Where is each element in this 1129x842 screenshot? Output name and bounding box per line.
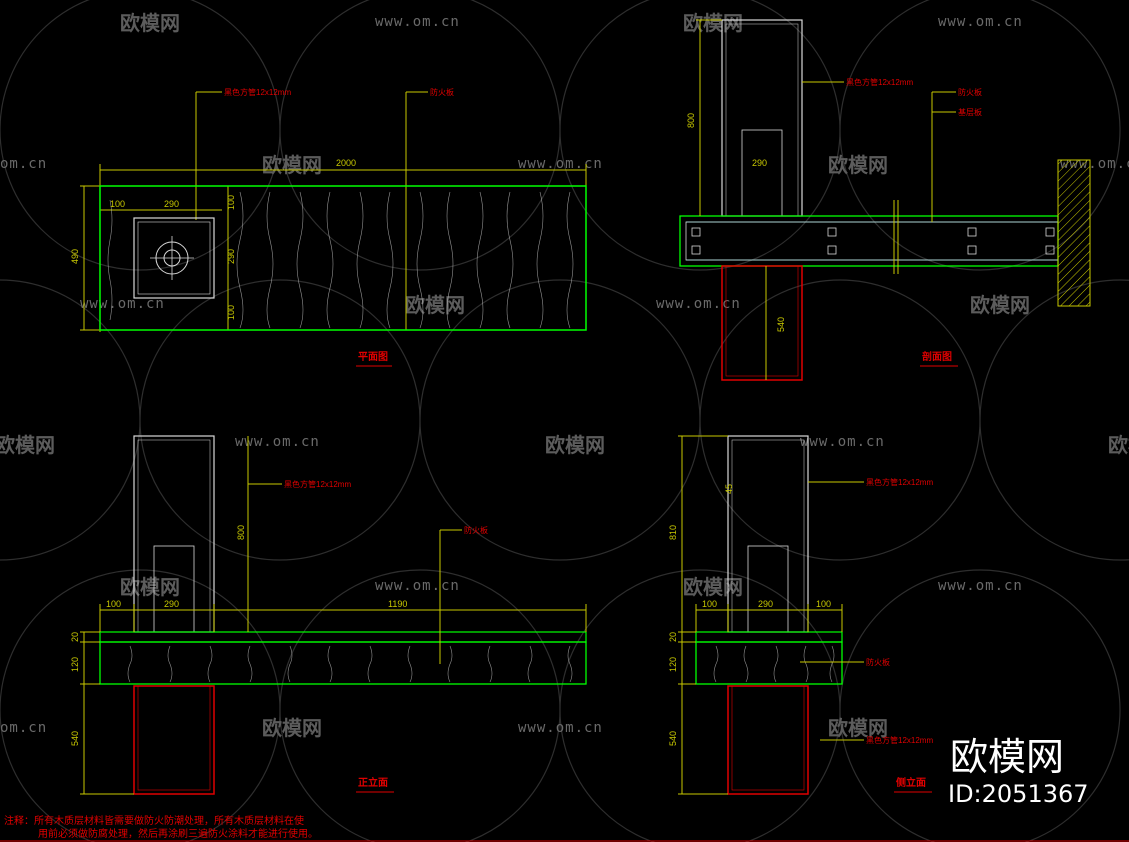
footnote: 注释：所有木质层材料皆需要做防火防潮处理，所有木质层材料在使 用前必须做防腐处理… — [0, 814, 1129, 842]
plan-pipe-outline — [133, 217, 215, 299]
logo-id: ID:2051367 — [948, 780, 1089, 808]
plan-dim-right-top: 100 — [226, 195, 236, 210]
plan-slab — [99, 185, 587, 331]
note-line-1: 注释：所有木质层材料皆需要做防火防潮处理，所有木质层材料在使 — [4, 814, 304, 827]
watermark-url: www.om.cn — [800, 434, 885, 450]
section-title: 剖面图 — [922, 350, 952, 363]
watermark-url: www.om.cn — [656, 296, 741, 312]
section-dim-800: 800 — [686, 113, 696, 128]
side-dim-810: 810 — [668, 525, 678, 540]
watermark-brand: 欧模网 — [262, 153, 322, 177]
plan-dim-right-mid: 290 — [226, 249, 236, 264]
side-slab — [695, 641, 843, 685]
section-upper-frame — [721, 19, 803, 217]
watermark-brand: 欧模网 — [262, 716, 322, 740]
side-dim-20: 20 — [668, 632, 678, 642]
side-dim-100b: 100 — [816, 599, 831, 609]
side-title: 侧立面 — [896, 776, 926, 789]
front-dim-100: 100 — [106, 599, 121, 609]
section-dim-290: 290 — [752, 158, 767, 168]
watermark-brand: 欧模网 — [120, 575, 180, 599]
plan-dim-2000: 2000 — [336, 158, 356, 168]
front-slab — [99, 641, 587, 685]
logo-brand: 欧模网 — [950, 735, 1064, 779]
note-line-2: 用前必须做防腐处理，然后再涂刷三遍防火涂料才能进行使用。 — [38, 827, 318, 840]
plan-dim-right-bot: 100 — [226, 305, 236, 320]
watermark-brand: 欧模网 — [405, 293, 465, 317]
side-dim-290: 290 — [758, 599, 773, 609]
section-slab — [679, 215, 1059, 267]
watermark-url: om.cn — [0, 156, 47, 172]
side-label-pipe2: 黑色方管12x12mm — [866, 735, 933, 745]
watermark-brand: 欧模网 — [545, 433, 605, 457]
watermark-brand: 欧模网 — [0, 433, 55, 457]
plan-label-board: 防火板 — [430, 87, 454, 97]
watermark-url: om.cn — [0, 720, 47, 736]
watermark-url: www.om.cn — [938, 14, 1023, 30]
watermark-url: www.om.cn — [938, 578, 1023, 594]
plan-dim-290: 290 — [164, 199, 179, 209]
section-view: 800 290 540 黑色方管12x12mm 防火板 基层板 剖面图 — [679, 19, 1091, 381]
section-label-layer: 基层板 — [958, 107, 982, 117]
plan-dim-100: 100 — [110, 199, 125, 209]
front-dim-20: 20 — [70, 632, 80, 642]
watermark-brand: 欧模网 — [120, 11, 180, 35]
front-label-board: 防火板 — [464, 525, 488, 535]
watermark-url: www.om.cn — [518, 720, 603, 736]
front-dim-1190: 1190 — [388, 599, 407, 609]
side-label-board: 防火板 — [866, 657, 890, 667]
front-dim-800: 800 — [236, 525, 246, 540]
wood-grain — [107, 191, 574, 329]
watermark-url: www.om.cn — [80, 296, 165, 312]
side-dim-100a: 100 — [702, 599, 717, 609]
plan-title: 平面图 — [358, 351, 388, 363]
section-dim-540: 540 — [776, 317, 786, 332]
front-dim-120: 120 — [70, 657, 80, 672]
watermark-url: www.om.cn — [375, 14, 460, 30]
watermark-url: www.om.cn — [375, 578, 460, 594]
front-dim-540: 540 — [70, 731, 80, 746]
front-lower-frame — [133, 685, 215, 795]
side-dim-45: 45 — [724, 484, 734, 494]
watermark-brand: 欧模网 — [970, 293, 1030, 317]
watermark-brand: 欧模网 — [1108, 433, 1129, 457]
side-dim-120: 120 — [668, 657, 678, 672]
plan-view: 100 290 2000 490 100 290 100 黑色方管12x12mm… — [70, 87, 587, 367]
section-label-pipe: 黑色方管12x12mm — [846, 77, 913, 87]
section-lower-frame — [721, 265, 803, 381]
watermark-brand: 欧模网 — [828, 716, 888, 740]
section-wall — [1057, 159, 1091, 307]
watermark-url: www.om.cn — [518, 156, 603, 172]
watermark-texts: 欧模网 欧模网 欧模网 欧模网 欧模网 欧模网 欧模网 欧模网 欧模网 欧模网 … — [0, 11, 1129, 740]
side-lower-frame — [727, 685, 809, 795]
brand-logo: 欧模网 ID:2051367 — [948, 735, 1089, 808]
section-label-board: 防火板 — [958, 87, 982, 97]
front-dim-290: 290 — [164, 599, 179, 609]
side-dim-540: 540 — [668, 731, 678, 746]
watermark-brand: 欧模网 — [683, 11, 743, 35]
watermark-brand: 欧模网 — [683, 575, 743, 599]
front-label-pipe: 黑色方管12x12mm — [284, 479, 351, 489]
watermark-url: www.om.cn — [235, 434, 320, 450]
watermark-brand: 欧模网 — [828, 153, 888, 177]
plan-label-pipe: 黑色方管12x12mm — [224, 87, 291, 97]
side-label-pipe: 黑色方管12x12mm — [866, 477, 933, 487]
side-elevation: 100 290 100 810 45 20 120 540 黑色方管12x12m… — [668, 435, 933, 795]
front-elevation: 100 290 1190 800 20 120 540 黑色方管12x12mm … — [70, 435, 587, 795]
plan-dim-490: 490 — [70, 249, 80, 264]
front-title: 正立面 — [358, 776, 388, 789]
front-slab-top — [99, 631, 587, 643]
